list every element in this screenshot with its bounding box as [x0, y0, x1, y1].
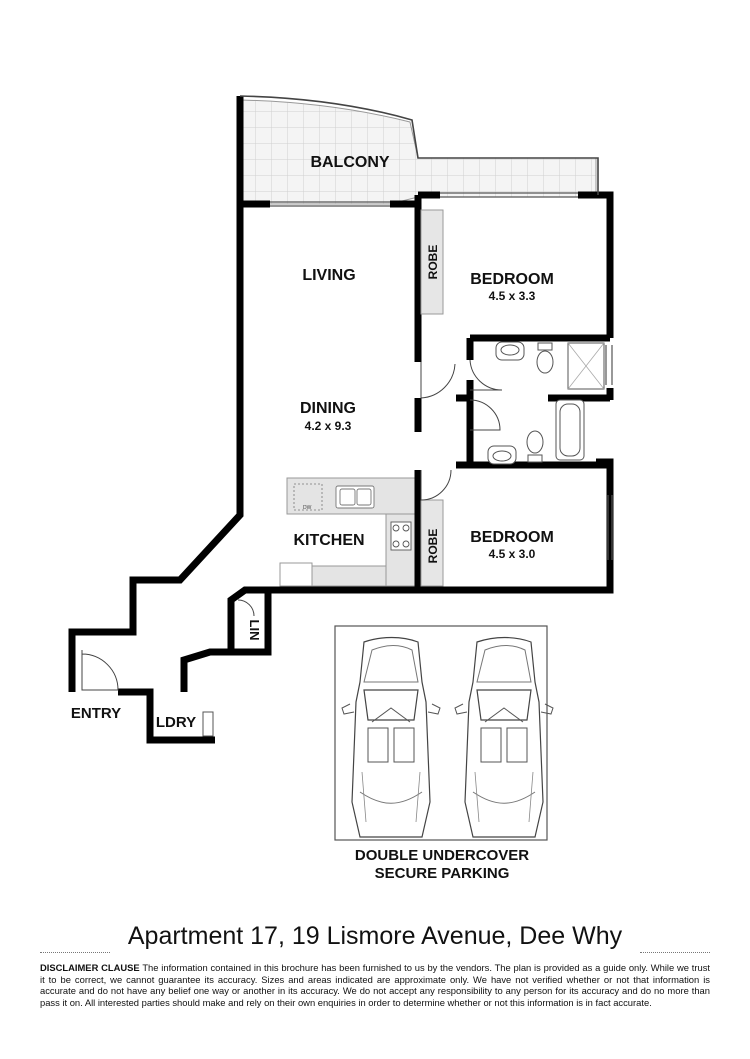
- room-label-entry: ENTRY: [71, 705, 121, 722]
- room-label-laundry: LDRY: [156, 714, 196, 731]
- room-size-dining: 4.2 x 9.3: [305, 419, 352, 433]
- room-label-bedroom-2: BEDROOM: [470, 529, 554, 546]
- doors: [81, 359, 503, 691]
- label-dishwasher: DW: [303, 505, 312, 511]
- divider-left: [40, 952, 110, 953]
- room-label-dining: DINING: [300, 400, 356, 417]
- kitchen-sink: [335, 485, 375, 509]
- bathroom-fixtures: [487, 341, 605, 465]
- dishwasher: [293, 483, 323, 511]
- walls: [68, 96, 614, 744]
- room-label-linen: LIN: [247, 620, 262, 641]
- disclaimer: DISCLAIMER CLAUSE The information contai…: [40, 962, 710, 1008]
- parking-label-line-2: SECURE PARKING: [375, 865, 510, 882]
- windows: [270, 192, 613, 560]
- room-size-bedroom-1: 4.5 x 3.3: [489, 289, 536, 303]
- room-label-living: LIVING: [302, 267, 355, 284]
- robe-1: [420, 209, 444, 315]
- laundry-tub: [202, 711, 214, 737]
- cooktop: [390, 521, 412, 551]
- balcony-edge: [239, 95, 599, 195]
- room-label-balcony: BALCONY: [310, 154, 389, 171]
- room-label-robe-2: ROBE: [426, 529, 440, 564]
- room-label-kitchen: KITCHEN: [293, 532, 364, 549]
- balcony-floor: [239, 99, 597, 205]
- room-label-bedroom-1: BEDROOM: [470, 271, 554, 288]
- floor-plan: BALCONY LIVING DINING 4.2 x 9.3 KITCHEN …: [68, 95, 614, 882]
- room-label-robe-1: ROBE: [426, 245, 440, 280]
- room-size-bedroom-2: 4.5 x 3.0: [489, 547, 536, 561]
- disclaimer-heading: DISCLAIMER CLAUSE: [40, 962, 140, 973]
- property-address: Apartment 17, 19 Lismore Avenue, Dee Why: [127, 922, 623, 950]
- robe-2: [420, 499, 444, 587]
- divider-right: [640, 952, 710, 953]
- disclaimer-text: The information contained in this brochu…: [40, 962, 711, 1008]
- parking-label-line-1: DOUBLE UNDERCOVER: [355, 847, 529, 864]
